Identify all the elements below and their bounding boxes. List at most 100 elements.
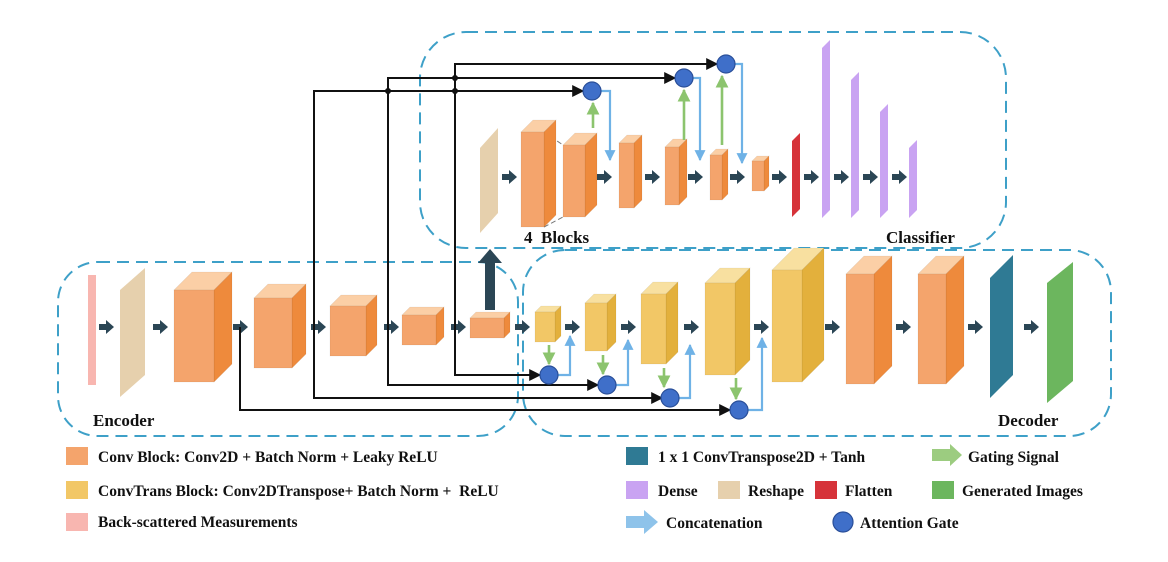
classifier-conv-block-3-front <box>618 142 635 209</box>
block-repeat-dash-bottom <box>543 216 564 228</box>
encoder-to-decoder-arrow <box>515 320 530 334</box>
classifier-arrow-6 <box>772 170 787 184</box>
generated-image-slab <box>1047 262 1073 403</box>
decoder-arrow-3 <box>684 320 699 334</box>
concat-cls3 <box>735 62 748 165</box>
classifier-conv-block-2 <box>562 132 598 218</box>
legend-flatten-text: Flatten <box>845 483 893 500</box>
legend-reshape-swatch <box>718 481 740 499</box>
decoder-arrow-4 <box>754 320 769 334</box>
classifier-dense-2 <box>851 72 859 218</box>
legend-attention-gate-icon <box>832 511 854 533</box>
legend-concatenation-text: Concatenation <box>666 515 763 532</box>
decoder-convtrans-block-2-front <box>584 302 608 352</box>
classifier-arrow-2 <box>597 170 612 184</box>
decoder-conv-block-2 <box>917 255 965 385</box>
legend-1x1-text: 1 x 1 ConvTranspose2D + Tanh <box>658 449 865 466</box>
encoder-bottleneck-block <box>469 311 511 339</box>
classifier-attention-gate-2 <box>674 68 694 88</box>
legend-dense-text: Dense <box>658 483 698 500</box>
legend: Conv Block: Conv2D + Batch Norm + Leaky … <box>66 444 1083 534</box>
decoder-convtrans-block-1 <box>534 305 562 343</box>
classifier-region-border <box>419 31 1007 249</box>
decoder-convtrans-block-4 <box>704 267 751 376</box>
encoder-bottleneck-block-top <box>469 311 511 319</box>
decoder-arrow-6 <box>896 320 911 334</box>
encoder-conv-block-3 <box>329 294 378 357</box>
skip-junction-dot-2 <box>452 88 458 94</box>
encoder-conv-block-2-front <box>253 297 293 369</box>
legend-flatten-swatch <box>815 481 837 499</box>
encoder-arrow-1 <box>99 320 114 334</box>
classifier-arrow-9 <box>863 170 878 184</box>
classifier-dense-3 <box>880 104 888 218</box>
skip-junction-dot-3 <box>452 75 458 81</box>
encoder-arrow-2 <box>153 320 168 334</box>
legend-generated-swatch <box>932 481 954 499</box>
concat-dec1 <box>558 334 576 377</box>
encoder-conv-block-1 <box>173 271 233 383</box>
decoder-1x1-convtranspose-slab <box>990 255 1013 398</box>
classifier-dense-1 <box>822 40 830 218</box>
classifier-conv-block-2-side <box>584 132 598 218</box>
classifier-conv-block-4-side <box>678 138 688 206</box>
classifier-conv-block-2-front <box>562 144 586 218</box>
classifier-arrow-7 <box>804 170 819 184</box>
decoder-convtrans-block-1-front <box>534 311 556 343</box>
encoder-bottleneck-block-front <box>469 317 505 339</box>
skip-enc1-to-dec4 <box>239 327 732 416</box>
encoder-conv-block-3-side <box>365 294 378 357</box>
decoder-attention-gate-4 <box>729 400 749 420</box>
blocks-count-label: 4 Blocks <box>524 228 590 247</box>
decoder-convtrans-block-1-side <box>554 305 562 343</box>
legend-gating-text: Gating Signal <box>968 449 1060 466</box>
classifier-arrow-10 <box>892 170 907 184</box>
decoder-convtrans-block-3-side <box>665 281 679 365</box>
decoder-convtrans-block-4-side <box>734 267 751 376</box>
encoder-conv-block-4 <box>401 306 445 346</box>
encoder-conv-block-3-front <box>329 305 367 357</box>
decoder-label: Decoder <box>998 411 1059 430</box>
legend-attention-text: Attention Gate <box>860 515 959 532</box>
encoder-arrow-6 <box>451 320 466 334</box>
skip-junction-dot-1 <box>385 88 391 94</box>
decoder-convtrans-block-3 <box>640 281 679 365</box>
decoder-conv-block-1-front <box>845 273 875 385</box>
classifier-arrow-8 <box>834 170 849 184</box>
concat-dec2 <box>616 338 634 387</box>
encoder-arrow-5 <box>384 320 399 334</box>
classifier-conv-block-1-side <box>543 119 557 228</box>
decoder-conv-block-1-side <box>873 255 893 385</box>
classifier-dense-4 <box>909 140 917 218</box>
decoder-conv-block-2-front <box>917 273 947 385</box>
classifier-arrow-1 <box>502 170 517 184</box>
decoder-convtrans-block-5 <box>771 247 825 383</box>
encoder-conv-block-4-front <box>401 314 437 346</box>
classifier-label: Classifier <box>886 228 955 247</box>
legend-1x1-swatch <box>626 447 648 465</box>
decoder-attention-gate-1 <box>539 365 559 385</box>
classifier-conv-block-6-front <box>751 160 765 192</box>
legend-conv-text: Conv Block: Conv2D + Batch Norm + Leaky … <box>98 449 438 466</box>
decoder-arrow-2 <box>621 320 636 334</box>
classifier-conv-block-5-front <box>709 154 723 201</box>
legend-gating-arrow-icon <box>932 444 962 466</box>
concat-dec3 <box>679 343 696 400</box>
decoder-conv-block-2-side <box>945 255 965 385</box>
classifier-conv-block-4-front <box>664 146 680 206</box>
classifier-conv-block-4 <box>664 138 688 206</box>
decoder-arrow-8 <box>1024 320 1039 334</box>
classifier-conv-block-6 <box>751 155 770 192</box>
classifier-flatten-bar <box>792 133 800 217</box>
encoder-conv-block-1-front <box>173 289 215 383</box>
classifier-attention-gate-3 <box>716 54 736 74</box>
classifier-conv-block-5 <box>709 148 729 201</box>
legend-concatenation-arrow-icon <box>626 510 658 534</box>
input-backscatter-bar <box>88 275 96 385</box>
decoder-attention-gate-2 <box>597 375 617 395</box>
classifier-conv-block-1-front <box>520 131 545 228</box>
classifier-arrow-3 <box>645 170 660 184</box>
classifier-arrow-5 <box>730 170 745 184</box>
